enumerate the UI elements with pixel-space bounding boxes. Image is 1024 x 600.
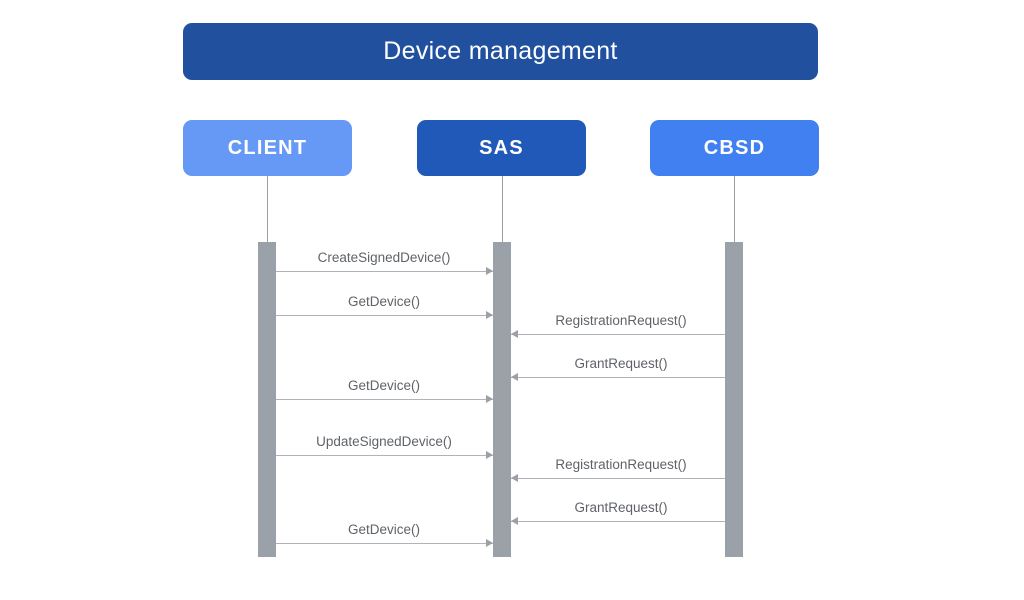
message-arrowhead-getdevice-2: [486, 395, 493, 403]
message-line-updatesigneddevice: [276, 455, 493, 456]
message-label-getdevice-3: GetDevice(): [347, 522, 421, 537]
participant-label-client: CLIENT: [227, 136, 308, 159]
message-line-grantrequest-2: [511, 521, 725, 522]
message-label-updatesigneddevice: UpdateSignedDevice(): [316, 434, 452, 449]
message-line-getdevice-2: [276, 399, 493, 400]
participant-header-sas[interactable]: SAS: [417, 120, 586, 176]
activation-bar-client: [258, 242, 276, 557]
page-title: Device management: [383, 37, 618, 65]
lifeline-sas: [502, 176, 503, 242]
message-arrowhead-registrationrequest-2: [511, 474, 518, 482]
message-arrowhead-getdevice-3: [486, 539, 493, 547]
message-arrowhead-registrationrequest-1: [511, 330, 518, 338]
message-label-createsigneddevice: CreateSignedDevice(): [317, 250, 451, 265]
message-label-registrationrequest-2: RegistrationRequest(): [555, 457, 687, 472]
participant-header-cbsd[interactable]: CBSD: [650, 120, 819, 176]
message-line-grantrequest-1: [511, 377, 725, 378]
participant-header-client[interactable]: CLIENT: [183, 120, 352, 176]
participant-label-cbsd: CBSD: [703, 136, 766, 159]
message-arrowhead-getdevice-1: [486, 311, 493, 319]
message-line-getdevice-3: [276, 543, 493, 544]
message-label-getdevice-2: GetDevice(): [347, 378, 421, 393]
message-line-getdevice-1: [276, 315, 493, 316]
message-line-createsigneddevice: [276, 271, 493, 272]
diagram-title-bar: Device management: [183, 23, 818, 80]
lifeline-client: [267, 176, 268, 242]
lifeline-cbsd: [734, 176, 735, 242]
message-label-grantrequest-1: GrantRequest(): [574, 356, 668, 371]
activation-bar-cbsd: [725, 242, 743, 557]
participant-label-sas: SAS: [479, 136, 524, 159]
message-line-registrationrequest-1: [511, 334, 725, 335]
message-arrowhead-updatesigneddevice: [486, 451, 493, 459]
message-arrowhead-createsigneddevice: [486, 267, 493, 275]
message-line-registrationrequest-2: [511, 478, 725, 479]
message-arrowhead-grantrequest-2: [511, 517, 518, 525]
message-label-registrationrequest-1: RegistrationRequest(): [555, 313, 687, 328]
activation-bar-sas: [493, 242, 511, 557]
message-label-getdevice-1: GetDevice(): [347, 294, 421, 309]
message-arrowhead-grantrequest-1: [511, 373, 518, 381]
message-label-grantrequest-2: GrantRequest(): [574, 500, 668, 515]
